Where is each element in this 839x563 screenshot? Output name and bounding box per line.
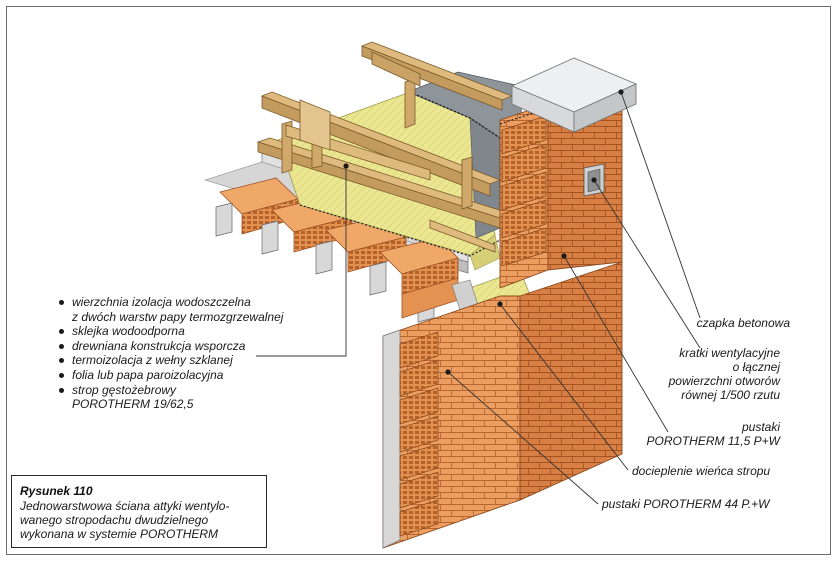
timber-frame: [256, 41, 514, 253]
bullet-icon: [59, 358, 64, 364]
bullet-icon: [59, 343, 64, 349]
legend-item: sklejka wodoodporna: [58, 324, 283, 339]
leader-lines: [256, 89, 701, 505]
legend-item: folia lub papa paroizolacyjna: [58, 368, 283, 383]
label-vent-line-3: powierzchni otworów: [668, 374, 780, 388]
bullet-icon: [59, 372, 64, 378]
legend-item-continuation: POROTHERM 19/62,5: [72, 397, 194, 412]
bullet-icon: [59, 387, 64, 393]
label-blocks-large: pustaki POROTHERM 44 P.+W: [602, 497, 770, 511]
bullet-icon: [59, 300, 64, 305]
caption-line: wanego stropodachu dwudzielnego: [20, 513, 209, 527]
caption-line: wykonana w systemie POROTHERM: [20, 527, 219, 541]
figure-frame: [6, 6, 831, 555]
label-blocks-small-line-2: POROTHERM 11,5 P+W: [646, 434, 780, 448]
label-concrete-cap: czapka betonowa: [696, 316, 790, 330]
legend-item-continuation: z dwóch warstw papy termozgrzewalnej: [72, 309, 284, 324]
figure-caption: Rysunek 110 Jednowarstwowa ściana attyki…: [11, 475, 267, 548]
legend-item: wierzchnia izolacja wodoszczelna: [58, 295, 283, 310]
layer-legend: wierzchnia izolacja wodoszczelna z dwóch…: [58, 295, 283, 412]
legend-item: termoizolacja z wełny szklanej: [58, 353, 283, 368]
caption-title: Rysunek 110: [20, 484, 93, 498]
legend-item: strop gęstożebrowy: [58, 383, 283, 398]
label-vent-line-1: kratki wentylacyjne: [679, 346, 780, 360]
legend-item: drewniana konstrukcja wsporcza: [58, 339, 283, 354]
label-blocks-small-line-1: pustaki: [741, 420, 780, 434]
thick-wall-44: [382, 261, 623, 549]
label-ring-insulation: docieplenie wieńca stropu: [632, 464, 771, 478]
label-vent-line-4: równej 1/500 rzutu: [681, 388, 780, 402]
label-vent-line-2: o łącznej: [732, 360, 780, 374]
caption-line: Jednowarstwowa ściana attyki wentylo-: [20, 499, 230, 513]
concrete-cap: [510, 57, 638, 133]
bullet-icon: [59, 329, 64, 335]
